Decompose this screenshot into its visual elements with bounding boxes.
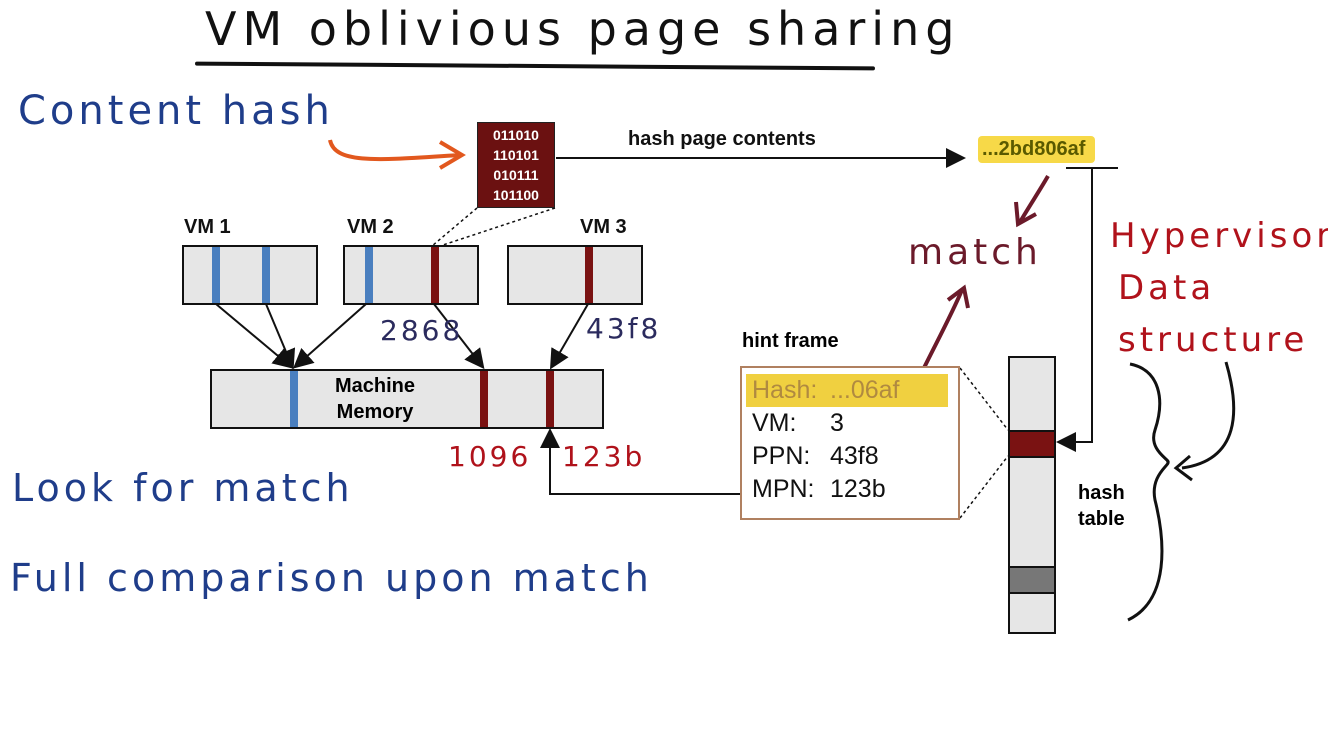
hash-value: ...2bd806af <box>978 136 1096 163</box>
binary-row: 010111 <box>493 167 539 183</box>
binary-row: 011010 <box>493 127 539 143</box>
memory-page <box>290 371 298 427</box>
hint-frame: Hash:...06af VM:3 PPN:43f8 MPN:123b <box>740 366 960 520</box>
vm2-ppn: 2868 <box>380 314 464 347</box>
hash-table-label-line: table <box>1078 508 1125 530</box>
vm3-label: VM 3 <box>580 216 627 238</box>
hint-to-memory-arrow <box>540 428 740 495</box>
vm1-label: VM 1 <box>184 216 231 238</box>
vm2-arrow-red <box>433 303 485 370</box>
hint-row-vm: VM:3 <box>752 409 844 437</box>
mpn-left: 1096 <box>448 440 532 473</box>
memory-page <box>546 371 554 427</box>
vm1-memory <box>182 245 318 305</box>
hint-dotted-top <box>959 367 1009 431</box>
vm3-memory <box>507 245 643 305</box>
vm2-label: VM 2 <box>347 216 394 238</box>
hypervisor-note-line: Data <box>1118 268 1216 308</box>
note-content-hash: Content hash <box>18 88 334 134</box>
memory-page <box>480 371 488 427</box>
hash-table-entry <box>1010 568 1054 592</box>
orange-arrowhead <box>438 140 466 170</box>
hash-table-label: hash table <box>1078 480 1125 532</box>
hash-table-divider <box>1010 456 1054 458</box>
vm2-page <box>365 247 373 303</box>
hash-table-divider <box>1010 430 1054 432</box>
brace <box>1127 362 1170 622</box>
page-title: VM oblivious page sharing <box>205 2 961 56</box>
machine-memory-label-line: Machine <box>335 375 416 397</box>
note-full-comparison: Full comparison upon match <box>10 556 653 600</box>
hash-table <box>1008 356 1056 634</box>
brace-arrow <box>1181 361 1236 470</box>
hash-page-contents-label: hash page contents <box>628 128 816 150</box>
machine-memory-label: Machine Memory <box>335 373 415 425</box>
vm2-arrow-blue <box>293 303 367 369</box>
match-arrowhead-down <box>1014 201 1037 228</box>
hint-row-mpn: MPN:123b <box>752 475 886 503</box>
note-look-for-match: Look for match <box>12 466 354 510</box>
binary-row: 101100 <box>493 187 539 203</box>
hint-frame-label: hint frame <box>742 330 839 352</box>
page-contents-box: 011010 110101 010111 101100 <box>477 122 555 208</box>
mpn-right: 123b <box>562 440 646 473</box>
vm2-shared-page <box>431 247 439 303</box>
orange-arrow <box>328 139 461 162</box>
vm1-arrow-b <box>265 303 296 370</box>
machine-memory-label-line: Memory <box>336 401 414 423</box>
vm3-arrow-red <box>549 303 589 370</box>
match-note: match <box>908 232 1042 273</box>
hash-table-label-line: hash <box>1078 482 1125 504</box>
vm3-page <box>585 247 593 303</box>
hash-to-table-arrow <box>1056 168 1093 452</box>
machine-memory <box>210 369 604 429</box>
binary-row: 110101 <box>493 147 539 163</box>
hash-table-divider <box>1010 592 1054 594</box>
hypervisor-note: Hypervisor Data structure <box>1110 210 1328 366</box>
dotted-line-left <box>431 207 478 247</box>
vm1-page <box>262 247 270 303</box>
vm2-memory <box>343 245 479 305</box>
hint-dotted-bottom <box>959 455 1009 519</box>
match-arrow-down <box>1018 175 1050 224</box>
hint-row-ppn: PPN:43f8 <box>752 442 879 470</box>
vm1-page <box>212 247 220 303</box>
match-arrowhead-up <box>946 284 970 309</box>
hint-row-hash: Hash:...06af <box>746 374 948 407</box>
vm3-ppn: 43f8 <box>586 312 662 345</box>
hypervisor-note-line: structure <box>1118 320 1309 360</box>
hash-table-divider <box>1010 566 1054 568</box>
dotted-line-right <box>439 207 556 247</box>
hypervisor-note-line: Hypervisor <box>1110 216 1328 256</box>
brace-arrowhead <box>1173 454 1193 482</box>
hash-table-entry-match <box>1010 432 1054 456</box>
